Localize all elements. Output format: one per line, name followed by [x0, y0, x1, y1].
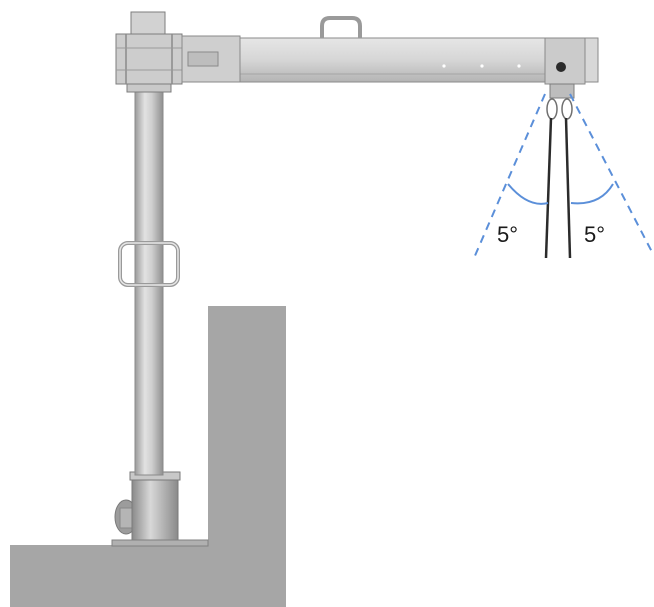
angle-arc-left — [507, 183, 549, 205]
mast-top-cap — [130, 11, 166, 37]
pulley-block — [549, 83, 575, 99]
boom-end-cap — [584, 37, 599, 83]
mast-pole — [134, 79, 164, 476]
angle-line-right — [569, 93, 653, 253]
angle-label-left: 5° — [497, 222, 518, 247]
hook-right — [561, 98, 573, 120]
hook-left — [546, 98, 558, 120]
boom-hole-1 — [442, 64, 446, 68]
angle-arc-right — [570, 183, 614, 205]
angle-indicators: 5° 5° — [473, 93, 653, 259]
concrete-base — [10, 306, 286, 607]
base-plate — [111, 539, 209, 547]
cable-left — [544, 117, 553, 259]
boom-end-plate — [544, 37, 586, 85]
boom-hole-2 — [480, 64, 484, 68]
cable-right — [564, 117, 572, 259]
boom-label-plate — [187, 51, 219, 67]
boom-arm — [115, 16, 599, 120]
boom-hole-3 — [517, 64, 521, 68]
boom-clamp — [115, 33, 183, 85]
angle-label-right: 5° — [584, 222, 605, 247]
base-mount — [111, 471, 209, 547]
angle-line-left — [473, 93, 546, 259]
boom-top-handle — [320, 16, 362, 38]
base-sleeve — [131, 476, 179, 544]
floor-slab — [10, 545, 286, 607]
mast-handle-inner — [119, 242, 179, 286]
cables — [544, 117, 572, 259]
pulley-sheave — [556, 62, 566, 72]
